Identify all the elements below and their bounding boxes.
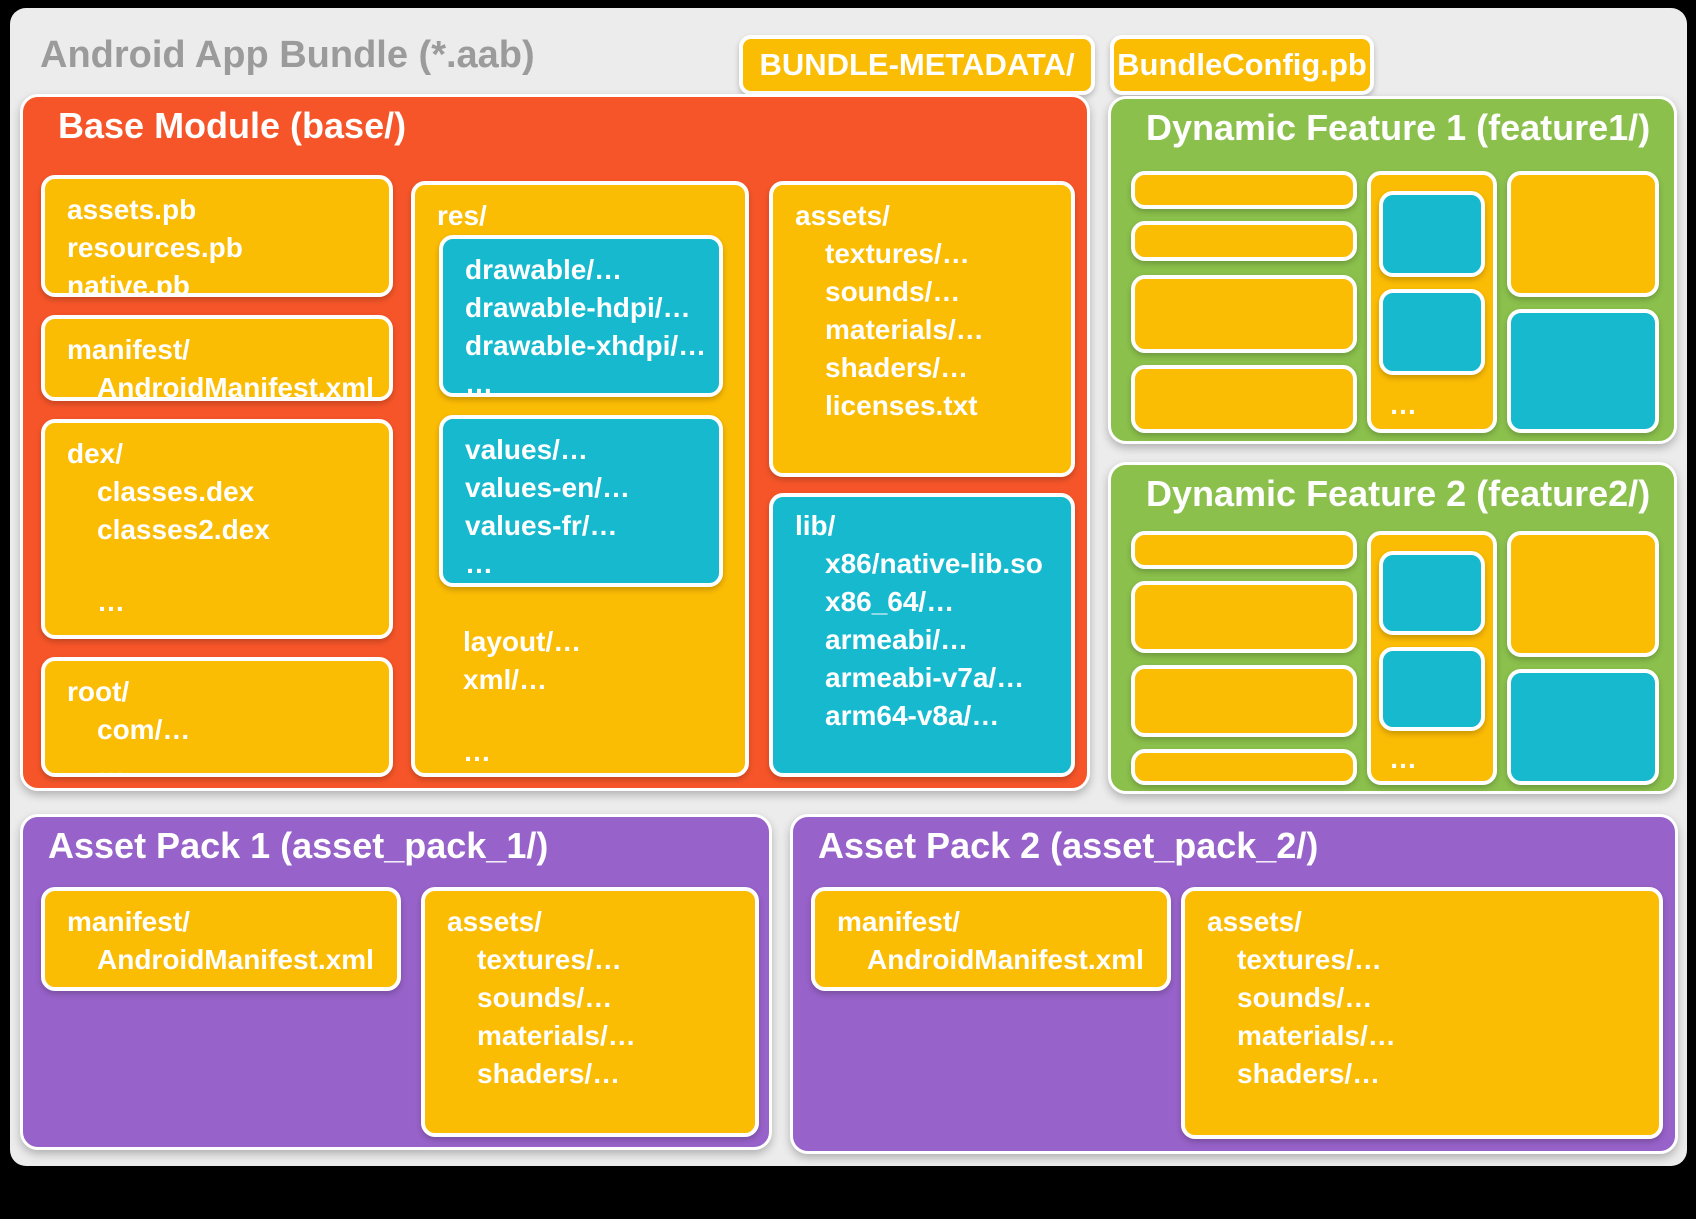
manifest-box: manifest/ AndroidManifest.xml (41, 887, 401, 991)
placeholder-box (1379, 191, 1485, 277)
folder-line: com/… (97, 714, 191, 745)
folder-line: root/ (67, 676, 130, 707)
res-other-items: layout/… xml/… … (463, 623, 581, 771)
folder-line: dex/ (67, 438, 124, 469)
file-line: AndroidManifest.xml (867, 944, 1144, 975)
folder-line: materials/… (825, 314, 984, 345)
dynamic-feature-2-module: Dynamic Feature 2 (feature2/) … (1108, 462, 1677, 794)
folder-line: arm64-v8a/… (825, 700, 1000, 731)
folder-line: values/… (465, 434, 588, 465)
folder-line: sounds/… (477, 982, 613, 1013)
bundle-metadata-chip: BUNDLE-METADATA/ (739, 35, 1095, 95)
folder-line: materials/… (477, 1020, 636, 1051)
placeholder-bar (1131, 171, 1357, 209)
folder-line: values-en/… (465, 472, 630, 503)
drawable-group-box: drawable/… drawable-hdpi/… drawable-xhdp… (439, 235, 723, 397)
placeholder-group-box: … (1367, 531, 1497, 785)
folder-line: sounds/… (1237, 982, 1373, 1013)
file-line: classes2.dex (97, 514, 270, 545)
lib-box: lib/ x86/native-lib.so x86_64/… armeabi/… (769, 493, 1075, 777)
folder-line: shaders/… (1237, 1058, 1381, 1089)
folder-line: values-fr/… (465, 510, 618, 541)
dynamic-feature-1-module: Dynamic Feature 1 (feature1/) … (1108, 96, 1677, 444)
file-line: resources.pb (67, 232, 243, 263)
page-title: Android App Bundle (*.aab) (40, 34, 535, 76)
placeholder-box (1131, 665, 1357, 737)
file-line: AndroidManifest.xml (97, 372, 374, 401)
placeholder-bar (1131, 531, 1357, 569)
folder-line: assets/ (1207, 906, 1302, 937)
folder-line: drawable/… (465, 254, 623, 285)
file-line: assets.pb (67, 194, 197, 225)
ellipsis-line: … (1389, 743, 1417, 774)
placeholder-bar (1131, 749, 1357, 785)
folder-line: textures/… (477, 944, 622, 975)
folder-line: assets/ (795, 200, 890, 231)
root-box: root/ com/… … (41, 657, 393, 777)
bundle-config-chip: BundleConfig.pb (1110, 35, 1374, 95)
folder-line: layout/… (463, 626, 582, 657)
ellipsis-line: … (465, 548, 493, 579)
ellipsis-line: … (463, 736, 491, 767)
placeholder-box (1507, 309, 1659, 433)
folder-line: manifest/ (837, 906, 960, 937)
placeholder-box (1507, 669, 1659, 785)
ellipsis-line: … (465, 368, 493, 397)
folder-line: textures/… (1237, 944, 1382, 975)
asset-pack-1-title: Asset Pack 1 (asset_pack_1/) (48, 825, 549, 866)
asset-pack-2-title: Asset Pack 2 (asset_pack_2/) (818, 825, 1319, 866)
dex-box: dex/ classes.dex classes2.dex … (41, 419, 393, 639)
values-group-box: values/… values-en/… values-fr/… … (439, 415, 723, 587)
placeholder-box (1379, 551, 1485, 635)
manifest-box: manifest/ AndroidManifest.xml (41, 315, 393, 401)
folder-line: drawable-xhdpi/… (465, 330, 707, 361)
placeholder-box (1507, 171, 1659, 297)
file-line: licenses.txt (825, 390, 978, 421)
folder-line: assets/ (447, 906, 542, 937)
placeholder-box (1379, 289, 1485, 375)
base-module-title: Base Module (base/) (58, 105, 407, 146)
folder-line: res/ (437, 200, 487, 231)
manifest-box: manifest/ AndroidManifest.xml (811, 887, 1171, 991)
file-line: classes.dex (97, 476, 255, 507)
placeholder-box (1379, 647, 1485, 731)
file-line: x86/native-lib.so (825, 548, 1043, 579)
assets-box: assets/ textures/… sounds/… materials/… … (421, 887, 759, 1137)
placeholder-group-box: … (1367, 171, 1497, 433)
assets-box: assets/ textures/… sounds/… materials/… … (769, 181, 1075, 477)
placeholder-box (1131, 365, 1357, 433)
dynamic-feature-2-title: Dynamic Feature 2 (feature2/) (1146, 473, 1651, 514)
folder-line: textures/… (825, 238, 970, 269)
diagram-card: Android App Bundle (*.aab) BUNDLE-METADA… (10, 8, 1687, 1166)
folder-line: sounds/… (825, 276, 961, 307)
ellipsis-line: … (1389, 389, 1417, 420)
placeholder-box (1131, 275, 1357, 353)
file-line: AndroidManifest.xml (97, 944, 374, 975)
dynamic-feature-1-title: Dynamic Feature 1 (feature1/) (1146, 107, 1651, 148)
folder-line: xml/… (463, 664, 548, 695)
asset-pack-2-module: Asset Pack 2 (asset_pack_2/) manifest/ A… (790, 814, 1678, 1154)
file-line: native.pb (67, 270, 190, 297)
base-module: Base Module (base/) assets.pb resources.… (20, 94, 1090, 791)
ellipsis-line: … (97, 752, 125, 777)
folder-line: lib/ (795, 510, 836, 541)
folder-line: armeabi-v7a/… (825, 662, 1025, 693)
folder-line: drawable-hdpi/… (465, 292, 691, 323)
folder-line: shaders/… (825, 352, 969, 383)
folder-line: armeabi/… (825, 624, 969, 655)
folder-line: manifest/ (67, 334, 190, 365)
placeholder-box (1131, 581, 1357, 653)
ellipsis-line: … (97, 586, 125, 617)
proto-files-box: assets.pb resources.pb native.pb (41, 175, 393, 297)
folder-line: shaders/… (477, 1058, 621, 1089)
placeholder-box (1507, 531, 1659, 657)
asset-pack-1-module: Asset Pack 1 (asset_pack_1/) manifest/ A… (20, 814, 772, 1150)
folder-line: x86_64/… (825, 586, 955, 617)
folder-line: manifest/ (67, 906, 190, 937)
folder-line: materials/… (1237, 1020, 1396, 1051)
placeholder-bar (1131, 221, 1357, 261)
res-box: res/ drawable/… drawable-hdpi/… drawable… (411, 181, 749, 777)
assets-box: assets/ textures/… sounds/… materials/… … (1181, 887, 1663, 1139)
